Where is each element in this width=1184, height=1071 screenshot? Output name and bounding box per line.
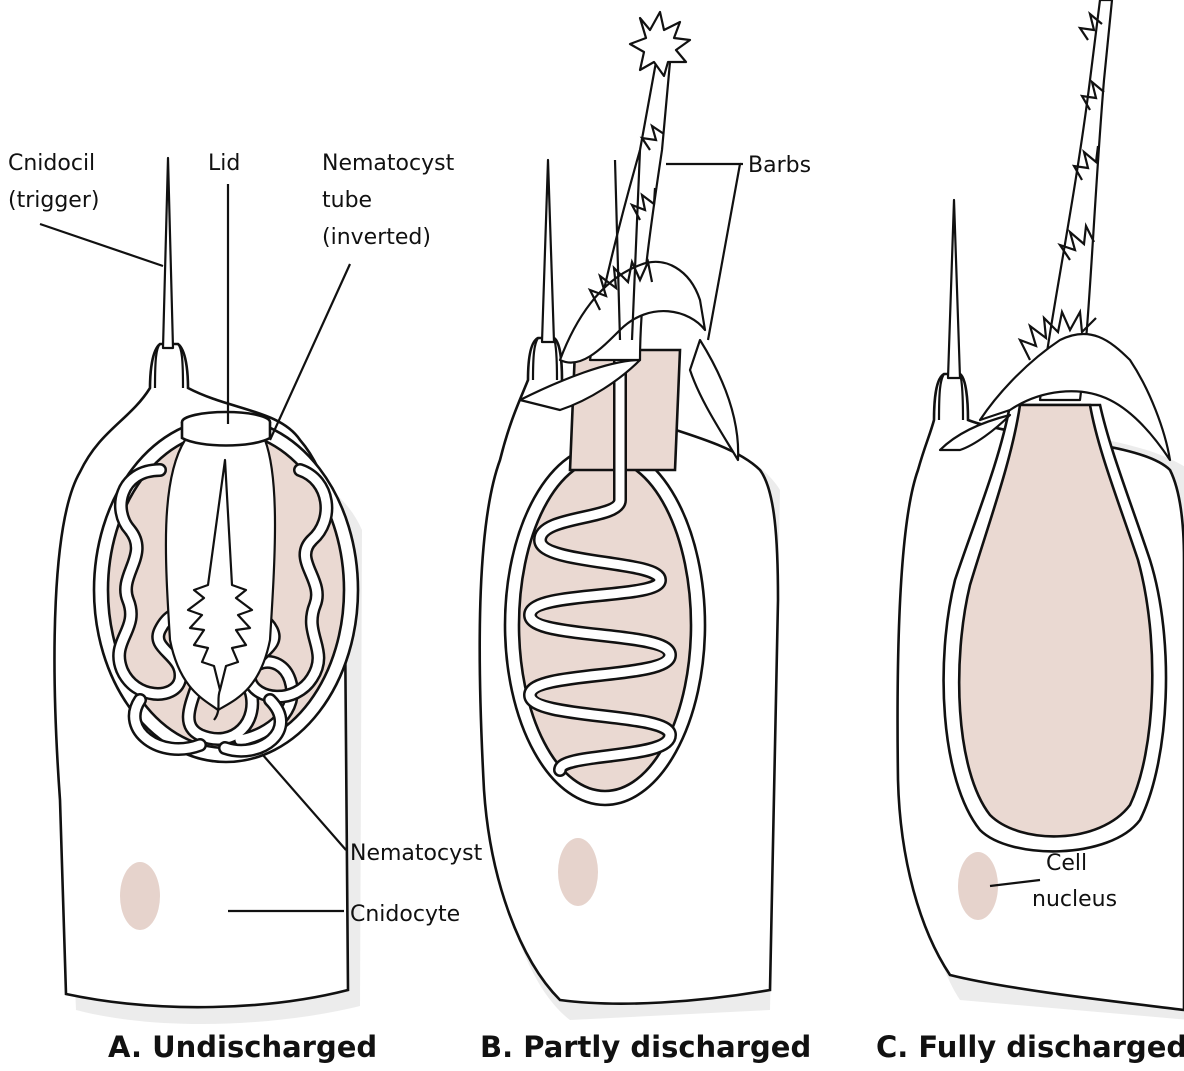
label-lid: Lid bbox=[208, 151, 240, 176]
label-cnidocyte: Cnidocyte bbox=[350, 902, 460, 927]
label-tube-inverted: (inverted) bbox=[322, 225, 431, 250]
label-barbs: Barbs bbox=[748, 153, 811, 178]
cnidocil-c bbox=[948, 200, 960, 378]
caption-undischarged: A. Undischarged bbox=[108, 1030, 377, 1064]
cell-nucleus-b bbox=[558, 838, 598, 906]
label-cnidocil-trigger: (trigger) bbox=[8, 188, 99, 213]
label-nucleus: nucleus bbox=[1032, 887, 1117, 912]
panel-fully-discharged bbox=[898, 0, 1184, 1020]
cnidocil-a bbox=[163, 158, 173, 348]
cell-nucleus-a bbox=[120, 862, 160, 930]
panel-undischarged bbox=[55, 158, 362, 1024]
label-cell: Cell bbox=[1046, 851, 1087, 876]
label-nematocyst-tube: Nematocyst bbox=[322, 151, 455, 176]
everted-tube-c bbox=[940, 0, 1170, 460]
caption-partly-discharged: B. Partly discharged bbox=[480, 1030, 811, 1064]
label-nematocyst: Nematocyst bbox=[350, 841, 483, 866]
captions: A. Undischarged B. Partly discharged C. … bbox=[108, 1030, 1184, 1064]
caption-fully-discharged: C. Fully discharged bbox=[876, 1030, 1184, 1064]
label-cnidocil: Cnidocil bbox=[8, 151, 95, 176]
cnidocil-b bbox=[542, 160, 554, 342]
label-tube-line2: tube bbox=[322, 188, 372, 213]
